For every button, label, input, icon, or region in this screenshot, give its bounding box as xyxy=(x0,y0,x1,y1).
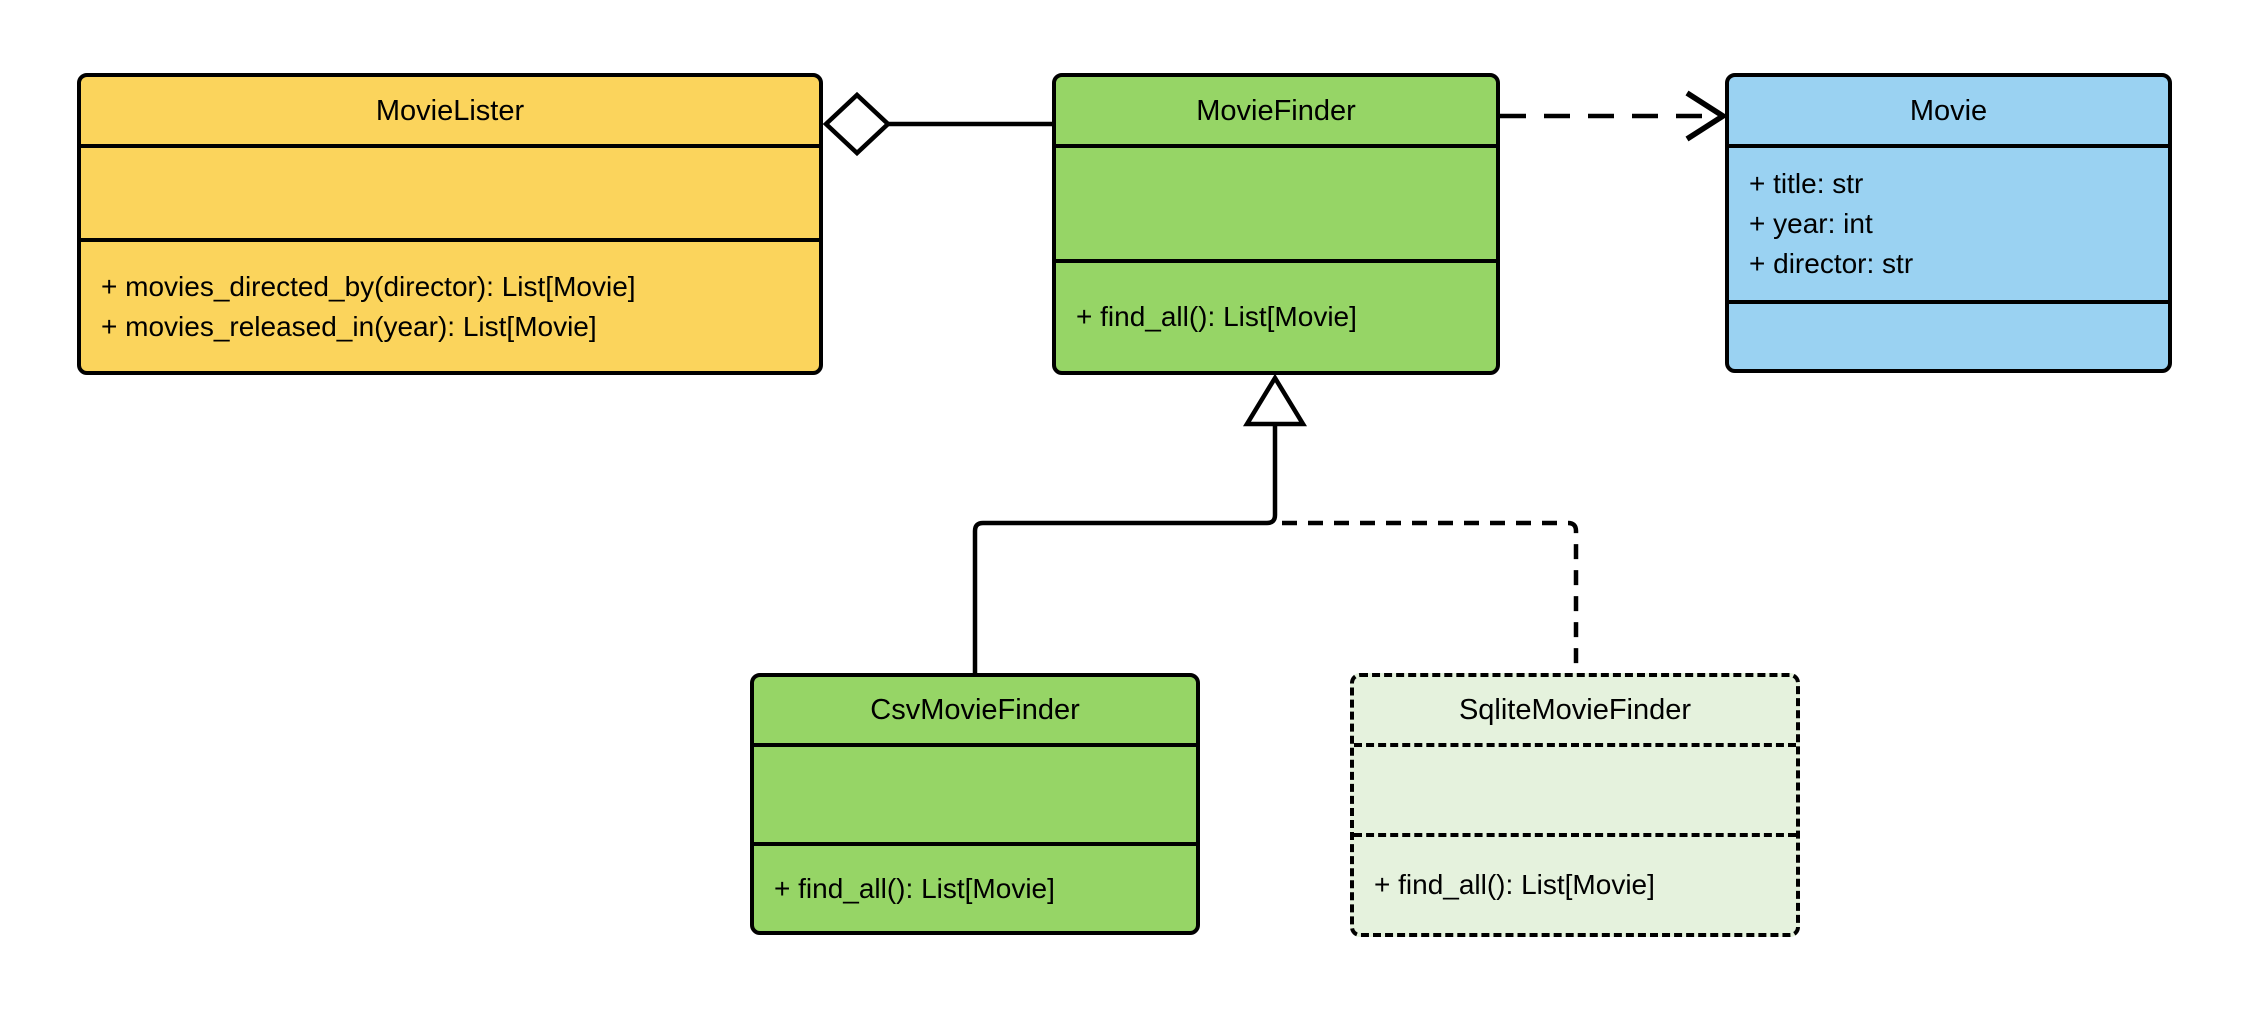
inheritance-triangle-icon xyxy=(1242,373,1308,427)
class-movielister: MovieLister + movies_directed_by(directo… xyxy=(77,73,823,375)
attributes-compartment xyxy=(1354,743,1796,833)
method-label: + find_all(): List[Movie] xyxy=(1076,301,1357,332)
class-title: MovieFinder xyxy=(1196,94,1356,127)
attributes-compartment xyxy=(1056,144,1496,259)
inheritance-solid-line xyxy=(972,424,1278,673)
aggregation-connector xyxy=(822,91,1054,157)
class-title: MovieLister xyxy=(375,94,525,127)
attribute-label: + year: int xyxy=(1749,208,1873,239)
attributes-compartment xyxy=(754,743,1196,842)
aggregation-diamond-icon xyxy=(822,91,892,157)
attributes-compartment xyxy=(81,144,819,238)
class-sqlitemoviefinder: SqliteMovieFinder + find_all(): List[Mov… xyxy=(1350,673,1800,937)
methods-compartment xyxy=(1729,300,2168,369)
method-label: + find_all(): List[Movie] xyxy=(774,872,1055,904)
class-csvmoviefinder: CsvMovieFinder + find_all(): List[Movie] xyxy=(750,673,1200,935)
methods-compartment: + find_all(): List[Movie] xyxy=(1354,833,1796,933)
attributes-compartment: + title: str + year: int + director: str xyxy=(1729,144,2168,300)
method-label: + find_all(): List[Movie] xyxy=(1374,869,1655,900)
dependency-connector xyxy=(1500,90,1729,142)
methods-compartment: + movies_directed_by(director): List[Mov… xyxy=(81,238,819,371)
class-title: SqliteMovieFinder xyxy=(1458,694,1692,726)
dependency-arrowhead-icon xyxy=(1685,90,1729,142)
method-label: + movies_directed_by(director): List[Mov… xyxy=(101,270,636,302)
inheritance-connector-csv xyxy=(972,373,1308,673)
method-label: + movies_released_in(year): List[Movie] xyxy=(101,310,597,342)
class-title: CsvMovieFinder xyxy=(870,694,1080,726)
attribute-label: + director: str xyxy=(1749,248,1914,279)
attribute-label: + title: str xyxy=(1749,168,1864,199)
methods-compartment: + find_all(): List[Movie] xyxy=(1056,259,1496,371)
inheritance-dashed-line xyxy=(1282,520,1579,673)
class-title: Movie xyxy=(1909,94,1988,127)
class-moviefinder: MovieFinder + find_all(): List[Movie] xyxy=(1052,73,1500,375)
class-movie: Movie + title: str + year: int + directo… xyxy=(1725,73,2172,373)
methods-compartment: + find_all(): List[Movie] xyxy=(754,842,1196,931)
inheritance-connector-sqlite xyxy=(1282,520,1579,673)
